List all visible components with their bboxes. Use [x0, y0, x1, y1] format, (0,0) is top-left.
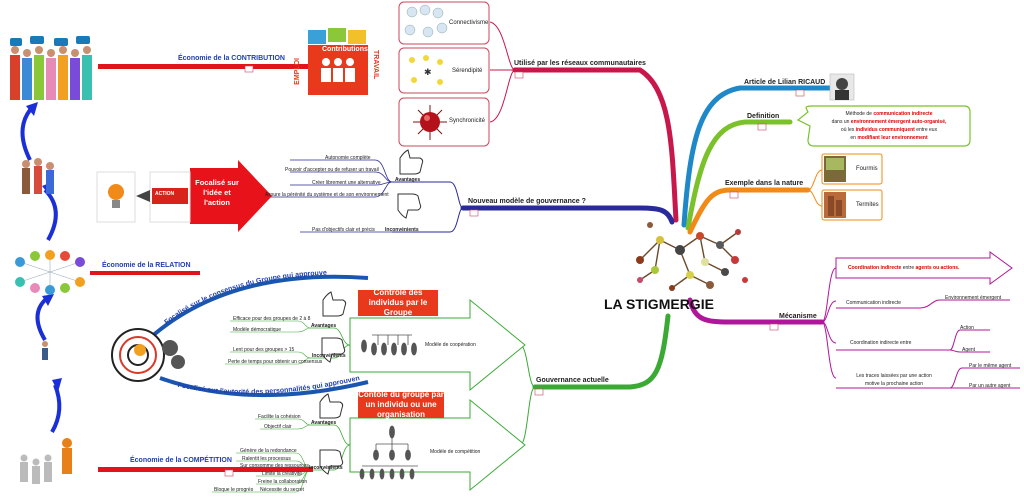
branch-definition-line	[685, 119, 793, 231]
comp-title: Contôle du groupe par un individu ou une…	[358, 390, 444, 419]
sidebar-arrows	[20, 108, 62, 434]
thumbs-icons	[319, 149, 424, 475]
mecanisme-traces-autre: Par un autre agent	[969, 383, 1011, 389]
comp-inconvenient-7: Nécessite du secret	[260, 487, 304, 493]
comp-inconvenient-2: Ralentit les processus	[242, 456, 291, 462]
exemple-fourmis: Fourmis	[856, 166, 878, 172]
idea-action-graphic	[96, 171, 191, 223]
nouveau-label: Nouveau modèle de gouvernance ?	[468, 198, 586, 205]
comp-avantages-label: Avantages	[311, 420, 337, 426]
target-graphic	[111, 328, 185, 382]
reseaux-label: Utilisé par les réseaux communautaires	[514, 60, 646, 67]
branch-mecanisme-line	[687, 297, 825, 325]
comp-inconvenient-4: Limite la créativité	[262, 471, 303, 477]
mecanisme-coord-action: Action	[960, 325, 974, 331]
economy-contribution-bar	[98, 64, 313, 69]
actuelle-label: Gouvernance actuelle	[536, 377, 609, 384]
puzzle-bottom-text: RÉMUNÉRATION	[310, 88, 367, 95]
nouveau-avantage-4: Assure la pérénité du système et de son …	[265, 192, 389, 198]
economie-competition-label: Économie de la COMPÉTITION	[130, 457, 232, 464]
coop-avantage-1: Efficace pour des groupes de 2 à 8	[233, 316, 311, 322]
mecanisme-coordination-arrow: Coordination indirecte entre agents ou a…	[848, 265, 960, 271]
focus-red-arrow	[190, 160, 272, 232]
branch-article-line	[681, 85, 833, 228]
exemple-termites: Termites	[856, 202, 879, 208]
nouveau-focus: Focalisé sur l'idée et l'action	[195, 178, 239, 207]
central-title: LA STIGMERGIE	[604, 296, 714, 312]
definition-text: Méthode de communication indirecte dans …	[831, 111, 947, 141]
nouveau-inconvenient-1: Pas d'objectifs clair et précis	[312, 227, 375, 233]
molecule-image	[636, 222, 748, 291]
comp-model: Modèle de compétition	[430, 449, 481, 455]
svg-text:✱: ✱	[424, 67, 432, 77]
cooperation-outline-arrow	[349, 298, 526, 392]
comp-avantage-1: Facilite la cohésion	[258, 414, 301, 420]
branch-reseaux-line	[512, 67, 679, 223]
coop-model: Modèle de coopération	[425, 342, 476, 348]
reseaux-item-connectivisme: Connectivisme	[449, 20, 489, 26]
mecanisme-comm-sub: Environnement émergent	[945, 295, 1002, 301]
synchronicite-graphic	[413, 105, 447, 140]
nouveau-inconvenients-label: Inconvénients	[385, 227, 419, 233]
nouveau-avantage-3: Créer librement une alternative	[312, 180, 381, 186]
mecanisme-coord-agent: Agent	[962, 347, 976, 353]
definition-callout	[796, 105, 971, 147]
comp-inconvenient-5: Freine la collaboration	[258, 479, 308, 485]
mecanisme-label: Mécanisme	[779, 313, 817, 320]
mecanisme-traces-meme: Par le même agent	[969, 363, 1012, 369]
comp-inconvenients-label: Inconvénients	[309, 465, 343, 471]
economy-relation-bar	[90, 271, 200, 275]
relation-network-graphic	[15, 250, 85, 295]
comp-inconvenient-3: Sur consomme des ressources	[240, 463, 309, 469]
mecanisme-coord: Coordination indirecte entre	[850, 340, 912, 346]
reseaux-item-serendipite: Sérendipité	[452, 68, 483, 74]
branch-exemple-line	[687, 187, 811, 235]
hikers-graphic	[22, 158, 54, 194]
puzzle-left-text: EMPLOI	[294, 58, 301, 85]
economie-relation-label: Économie de la RELATION	[102, 262, 191, 269]
mecanisme-comm: Communication indirecte	[846, 300, 902, 306]
exemple-label: Exemple dans la nature	[725, 180, 804, 187]
coop-avantages-label: Avantages	[311, 323, 337, 329]
economy-competition-bar	[98, 467, 313, 472]
economie-contribution-label: Économie de la CONTRIBUTION	[178, 55, 285, 62]
climber-graphic	[42, 341, 48, 360]
nouveau-avantages-label: Avantages	[395, 177, 421, 183]
comp-inconvenient-1: Génère de la redondance	[240, 448, 297, 454]
article-label: Article de Lilian RICAUD	[744, 79, 826, 86]
action-word: ACTION	[155, 191, 175, 197]
puzzle-right-text: TRAVAIL	[372, 50, 379, 80]
competition-people-graphic	[20, 438, 72, 484]
competition-model-graphic	[359, 425, 418, 480]
coordination-arrow-shape	[835, 251, 1013, 285]
coop-inconvenients-label: Inconvénients	[312, 353, 346, 359]
puzzle-graphic	[308, 28, 368, 95]
coop-avantage-2: Modèle démocratique	[233, 327, 282, 333]
definition-label: Definition	[747, 113, 780, 120]
comp-inconvenient-6: Bloque le progrès	[214, 487, 254, 493]
cooperation-model-graphic	[361, 334, 417, 356]
reseaux-item-synchronicite: Synchronicité	[449, 118, 486, 124]
coop-inconvenient-1: Lent pour des groupes > 15	[233, 347, 295, 353]
nouveau-avantage-2: Pouvoir d'accepter ou de refuser un trav…	[285, 167, 379, 173]
branch-nouveau-line	[460, 205, 675, 225]
mecanisme-traces: Les traces laissées par une action motiv…	[856, 373, 932, 387]
nouveau-avantage-1: Autonomie complète	[325, 155, 371, 161]
contribution-people-graphic	[10, 36, 92, 100]
coop-inconvenient-2: Perte de temps pour obtenir un consensus	[228, 359, 323, 365]
coop-title: Contrôle des individus par le Groupe	[358, 288, 438, 317]
puzzle-top-text: Contributions	[322, 46, 368, 53]
branch-actuelle-line	[532, 313, 671, 390]
comp-avantage-2: Objectif clair	[264, 424, 292, 430]
